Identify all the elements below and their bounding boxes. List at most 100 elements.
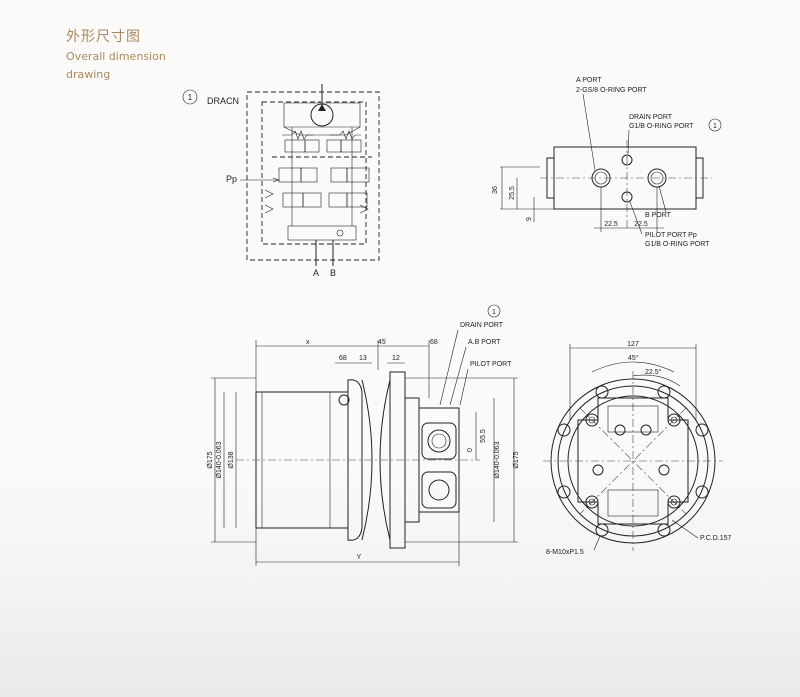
bolt-hole <box>557 485 571 499</box>
bolt-spec-label: 8-M10xP1.5 <box>546 549 584 556</box>
drain-port-label-line2: G1/B O-RING PORT <box>629 123 694 130</box>
check-ball <box>336 229 344 237</box>
side-view: 1 DRAIN PORT A.B PORT PILOT PORT x 45 68… <box>207 304 520 566</box>
small-port <box>592 464 604 476</box>
port-boss-upper <box>421 422 457 460</box>
side-marker-number: 1 <box>492 309 496 316</box>
front-view: 127 45° 22.5° <box>543 341 731 556</box>
arc-22-5-deg <box>632 374 681 387</box>
port-boss-lower <box>421 471 457 509</box>
dim-d138: Ø138 <box>228 451 235 468</box>
thread-hole-inner <box>588 416 596 424</box>
dim-22-5-deg: 22.5° <box>645 368 662 376</box>
small-port <box>640 424 652 436</box>
dim-22-5-b: 22.5 <box>634 221 648 228</box>
port-b-label: B <box>330 268 336 278</box>
port-upper-inner <box>431 433 447 449</box>
valve-block-4 <box>340 139 362 153</box>
side-marker-circle <box>487 304 501 318</box>
dim-36: 36 <box>492 186 499 194</box>
ab-callout-leader <box>449 346 467 406</box>
bolt-hole <box>695 423 709 437</box>
pilot-port-label-line1: PILOT PORT Pp <box>645 232 697 239</box>
pilot-label: Pp <box>226 174 237 184</box>
circuit-inner-boundary <box>261 101 367 245</box>
title-english-line2: drawing <box>66 68 111 81</box>
pilot-callout-leader <box>459 368 469 406</box>
port-a-label: A <box>313 268 319 278</box>
drain-plug <box>338 394 350 406</box>
dim-9: 9 <box>526 217 533 221</box>
pilot-arrow <box>272 177 280 183</box>
drain-port-callout: DRAIN PORT <box>460 322 504 329</box>
spool-left-a <box>278 167 302 183</box>
motor-arrow <box>318 104 326 111</box>
relief-arrows <box>264 189 369 214</box>
thread-hole-inner <box>588 498 596 506</box>
port-marker-number: 1 <box>713 123 717 130</box>
pilot-port-callout: PILOT PORT <box>470 361 512 368</box>
title-chinese: 外形尺寸图 <box>66 29 141 45</box>
face-pocket-bottom <box>607 489 659 517</box>
thread-hole-inner <box>670 416 678 424</box>
valve-low-3 <box>328 192 348 208</box>
bolt-hole <box>657 385 671 399</box>
drain-label: DRACN <box>207 96 239 106</box>
page-heading: 外形尺寸图 Overall dimension drawing <box>66 26 166 82</box>
pilot-port-label-line2: G1/B O-RING PORT <box>645 241 710 248</box>
port-upper <box>427 429 451 453</box>
dim-68: 68 <box>339 355 347 362</box>
thread-hole-inner <box>670 498 678 506</box>
dim-zero: 0 <box>467 448 474 452</box>
background-mist <box>0 467 800 697</box>
drain-port-label-line1: DRAIN PORT <box>629 114 673 121</box>
dim-12: 12 <box>392 355 400 362</box>
dim-45: 45 <box>378 339 386 346</box>
dim-13: 13 <box>359 355 367 362</box>
pcd-label: P.C.D.157 <box>700 535 731 542</box>
spool-right-a <box>330 167 348 183</box>
dim-22-5-a: 22.5 <box>604 221 618 228</box>
a-port-label-line2: 2-GS/8 O-RING PORT <box>576 87 647 94</box>
b-port-leader <box>658 185 667 213</box>
drum-flange <box>347 379 363 541</box>
valve-block-3 <box>326 139 342 153</box>
brake-spring-left <box>282 130 313 140</box>
circuit-outer-boundary <box>246 91 380 261</box>
small-port <box>658 464 670 476</box>
pcd-leader <box>671 519 699 539</box>
circuit-marker-circle <box>182 89 198 105</box>
b-port-label: B PORT <box>645 212 672 219</box>
bolt-hole <box>695 485 709 499</box>
dim-x: x <box>306 339 310 346</box>
valve-block-1 <box>284 139 306 153</box>
dim-d140-right: Ø140-0.063 <box>494 441 501 478</box>
brake-spring-right <box>330 130 361 140</box>
dim-d140-left: Ø140-0.063 <box>216 441 223 478</box>
diag-centerline-1 <box>579 407 687 515</box>
hydraulic-circuit: 1 DRACN Pp A B <box>182 84 380 278</box>
diag-centerline-2 <box>579 407 687 515</box>
bolt-hole <box>657 523 671 537</box>
spool-right-b <box>346 167 370 183</box>
counterbalance-valve <box>287 225 357 241</box>
dim-55-5: 55.5 <box>480 429 487 443</box>
valve-low-2 <box>302 192 322 208</box>
valve-block-2 <box>304 139 320 153</box>
thread-hole <box>667 413 681 427</box>
dim-d175-left: Ø175 <box>207 451 214 468</box>
thread-hole <box>667 495 681 509</box>
a-port-leader <box>582 93 596 171</box>
small-port <box>614 424 626 436</box>
thread-hole <box>585 413 599 427</box>
bolt-circle <box>557 385 709 537</box>
dim-25-5: 25.5 <box>509 186 516 200</box>
drain-callout-leader <box>439 329 459 406</box>
bolt-hole <box>595 385 609 399</box>
dim-127: 127 <box>627 341 639 348</box>
dim-y: Y <box>357 554 362 561</box>
arc-45-deg <box>591 361 675 373</box>
circuit-marker-number: 1 <box>188 93 193 102</box>
face-pocket-top <box>607 405 659 433</box>
